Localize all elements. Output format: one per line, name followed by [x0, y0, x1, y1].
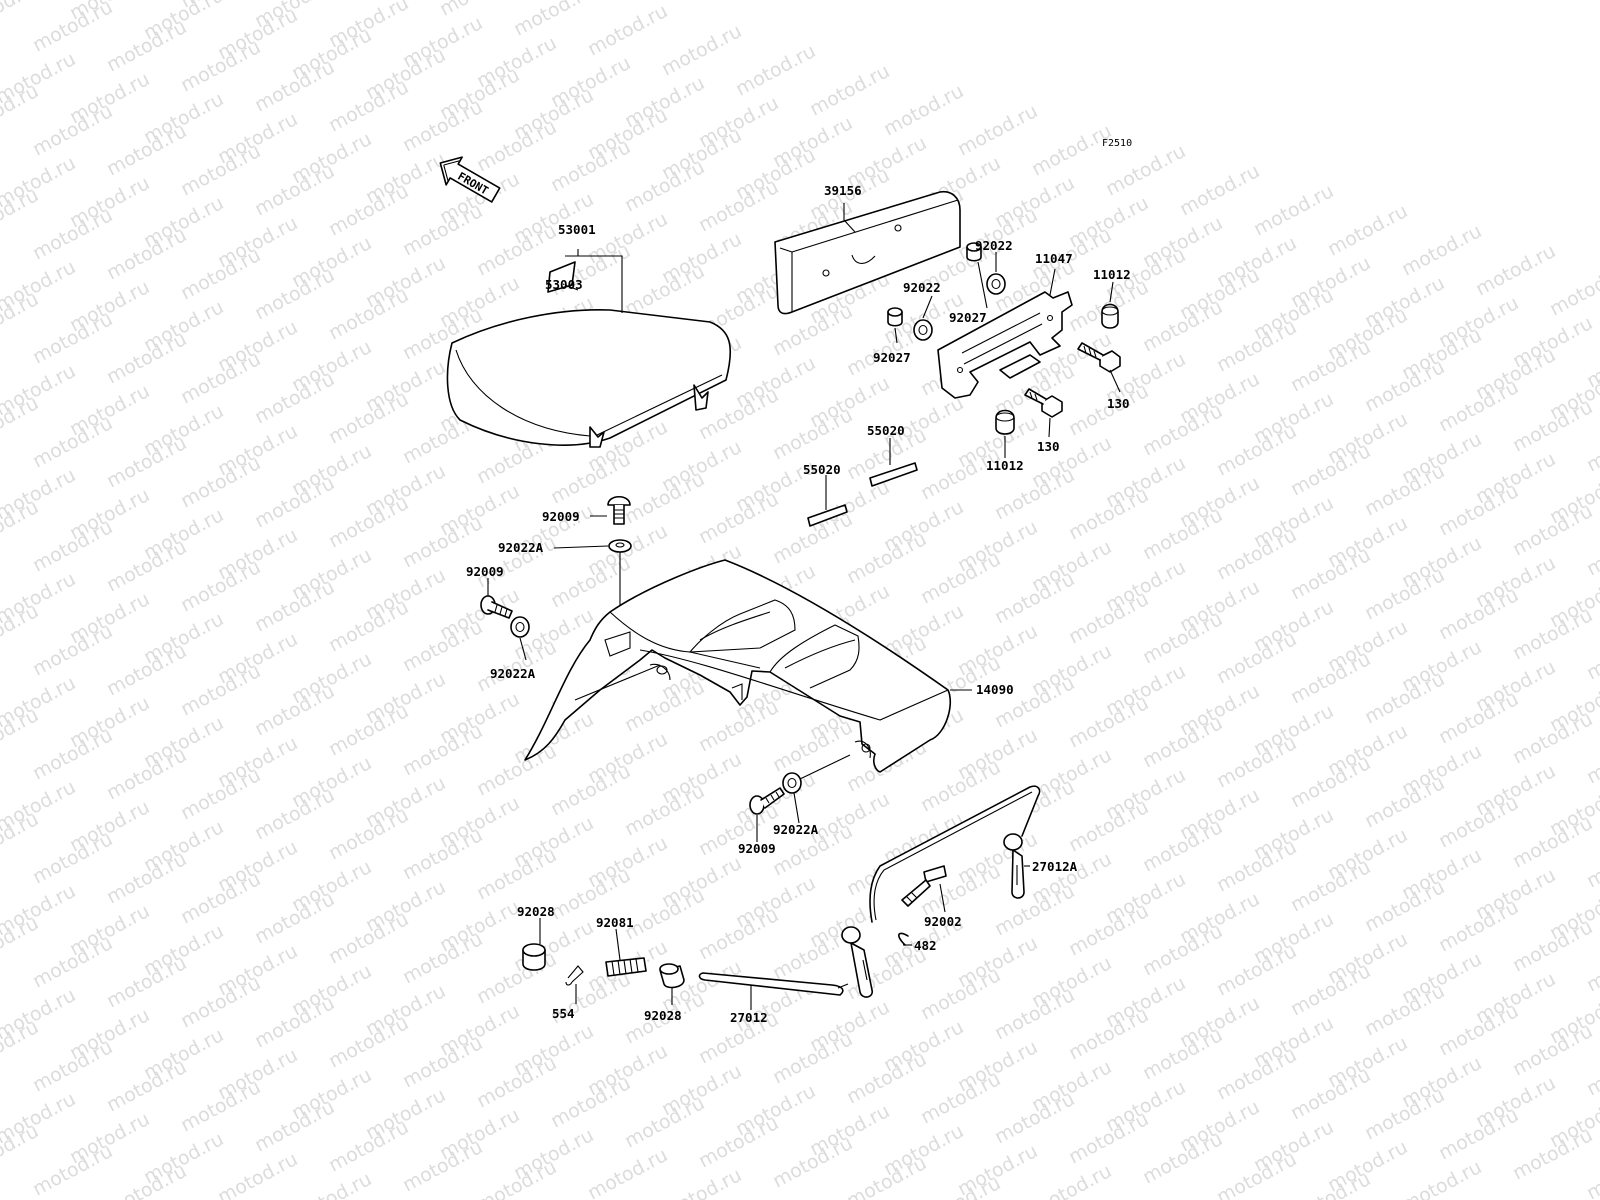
label-11047: 11047: [1035, 251, 1073, 266]
spring: [605, 957, 647, 977]
lower-link: [841, 926, 873, 998]
label-11012-right: 11012: [1093, 267, 1131, 282]
label-92002: 92002: [924, 914, 962, 929]
cap-left: [522, 943, 546, 971]
washer-top: [608, 539, 632, 553]
label-27012: 27012: [730, 1010, 768, 1025]
seat-pad: [774, 190, 961, 315]
rod: [698, 972, 849, 996]
label-92022A-left: 92022A: [490, 666, 536, 681]
washer-left: [510, 616, 530, 638]
screw-bottom: [749, 787, 785, 815]
strip-lower: [807, 504, 848, 527]
label-39156: 39156: [824, 183, 862, 198]
label-55020-upper: 55020: [867, 423, 905, 438]
washer-upper: [986, 273, 1006, 295]
washer-bottom: [782, 772, 802, 794]
washer-lower: [913, 319, 933, 341]
label-92022-upper: 92022: [975, 238, 1013, 253]
label-55020-lower: 55020: [803, 462, 841, 477]
label-92027-upper: 92027: [949, 310, 987, 325]
damper-right: [1101, 303, 1119, 329]
grab-rod-a: [869, 785, 1041, 923]
label-53001: 53001: [558, 222, 596, 237]
label-11012-lower: 11012: [986, 458, 1024, 473]
label-92028-right: 92028: [644, 1008, 682, 1023]
label-14090: 14090: [976, 682, 1014, 697]
seat: [446, 261, 732, 448]
front-arrow-icon: FRONT: [439, 156, 501, 203]
clip: [898, 932, 909, 946]
screw-top: [607, 495, 631, 525]
clip-pin: [565, 965, 584, 986]
damper-lower: [995, 409, 1015, 435]
strip-upper: [869, 462, 918, 487]
leader-lines: [487, 203, 1121, 1010]
label-554: 554: [552, 1006, 575, 1021]
label-130-right: 130: [1107, 396, 1130, 411]
label-92022A-bottom: 92022A: [773, 822, 819, 837]
diagram-code: F2510: [1102, 138, 1132, 149]
label-53003: 53003: [545, 277, 583, 292]
label-92028-left: 92028: [517, 904, 555, 919]
label-27012A: 27012A: [1032, 859, 1078, 874]
label-92009-left: 92009: [466, 564, 504, 579]
label-92027-lower: 92027: [873, 350, 911, 365]
cap-right: [659, 963, 685, 989]
label-130-lower: 130: [1037, 439, 1060, 454]
label-92009-bottom: 92009: [738, 841, 776, 856]
bracket: [937, 291, 1073, 399]
pin: [901, 865, 947, 907]
label-92022A-top: 92022A: [498, 540, 544, 555]
bolt-lower: [1024, 388, 1063, 418]
collar-upper: [966, 242, 982, 262]
bolt-right: [1077, 342, 1121, 373]
label-92081: 92081: [596, 915, 634, 930]
rear-cowl: [524, 559, 952, 773]
collar-lower: [887, 307, 903, 327]
label-92022-lower: 92022: [903, 280, 941, 295]
screw-left: [480, 595, 513, 619]
label-482: 482: [914, 938, 937, 953]
label-92009-top: 92009: [542, 509, 580, 524]
part-labels: 53001 53003 39156 92022 11047 11012 9202…: [466, 183, 1131, 1025]
